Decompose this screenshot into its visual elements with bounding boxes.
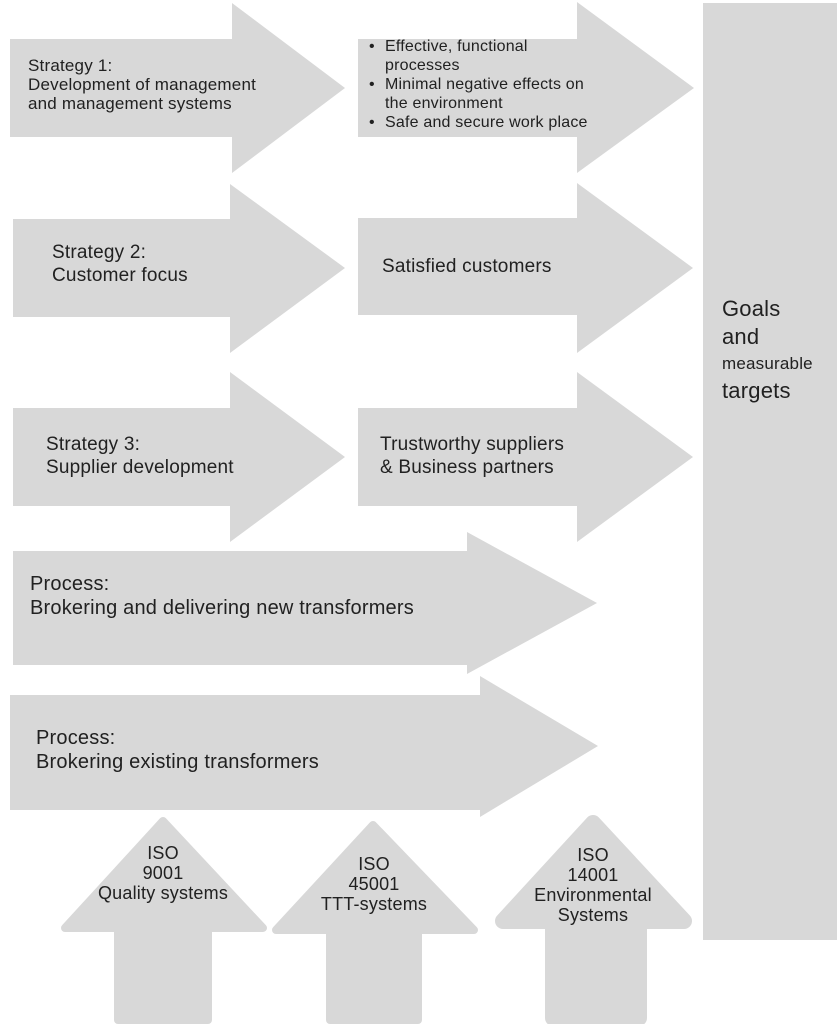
strategy-2-arrow-shape [13,184,345,353]
iso-14001-line: Systems [557,905,629,925]
strategy-3-outcome-line: Trustworthy suppliers [380,434,565,455]
iso-45001-line: TTT-systems [320,894,428,914]
outcome-bullet-item: Effective, functional processes [366,37,616,75]
iso-9001-up-arrow-shape [61,817,267,1024]
strategy-3-arrow-shape [13,372,345,542]
outcome-bullet-item: Minimal negative effects on the environm… [366,75,616,113]
strategy-1-line: Development of management [28,75,257,94]
goals-line: and [722,324,760,349]
iso-45001-line: ISO [358,854,390,874]
strategy-3-outcome-arrow-shape [358,372,693,542]
iso-14001-up-arrow-shape [495,815,692,1024]
goals-box-label: Goals and measurable targets [722,295,813,405]
goals-line: measurable [722,354,813,373]
strategy-1-line: Strategy 1: [28,56,113,75]
strategy-2-outcome-line: Satisfied customers [382,256,552,277]
process-2-line: Process: [36,727,116,749]
process-2-arrow-shape [10,676,598,817]
iso-45001-up-arrow-shape [272,821,478,1024]
strategy-3-outcome-label: Trustworthy suppliers & Business partner… [380,433,564,479]
process-1-line: Brokering and delivering new transformer… [30,597,414,619]
strategy-3-line: Supplier development [46,457,234,478]
strategy-2-line: Strategy 2: [52,242,147,263]
process-1-line: Process: [30,573,110,595]
goals-box-shape [703,3,837,940]
iso-14001-line: ISO [577,845,609,865]
strategy-1-arrow-shape [10,3,345,173]
process-2-line: Brokering existing transformers [36,751,319,773]
strategy-2-line: Customer focus [52,265,188,286]
strategy-3-outcome-line: & Business partners [380,457,554,478]
iso-14001-line: 14001 [567,865,619,885]
strategy-3-label: Strategy 3: Supplier development [46,433,234,479]
outcome-bullet-item: Safe and secure work place [366,113,616,132]
goals-line: targets [722,378,791,403]
strategy-2-outcome-arrow-shape [358,183,693,353]
goals-line: Goals [722,296,781,321]
strategy-1-label: Strategy 1: Development of management an… [28,56,256,113]
strategy-1-outcome-label: Effective, functional processes Minimal … [366,37,616,132]
iso-9001-line: 9001 [142,863,184,883]
iso-9001-line: Quality systems [97,883,229,903]
strategy-2-outcome-label: Satisfied customers [382,255,552,278]
strategy-3-line: Strategy 3: [46,434,141,455]
process-1-arrow-shape [13,532,597,674]
iso-45001-line: 45001 [348,874,400,894]
process-1-label: Process: Brokering and delivering new tr… [30,572,414,620]
strategy-1-line: and management systems [28,94,232,113]
iso-9001-label: ISO 9001 Quality systems [63,843,263,903]
strategy-1-outcome-list: Effective, functional processes Minimal … [366,37,616,132]
strategy-2-label: Strategy 2: Customer focus [52,241,188,287]
iso-9001-line: ISO [147,843,179,863]
iso-14001-line: Environmental [534,885,652,905]
iso-45001-label: ISO 45001 TTT-systems [273,854,475,914]
process-2-label: Process: Brokering existing transformers [36,726,319,774]
iso-14001-label: ISO 14001 Environmental Systems [494,845,692,925]
